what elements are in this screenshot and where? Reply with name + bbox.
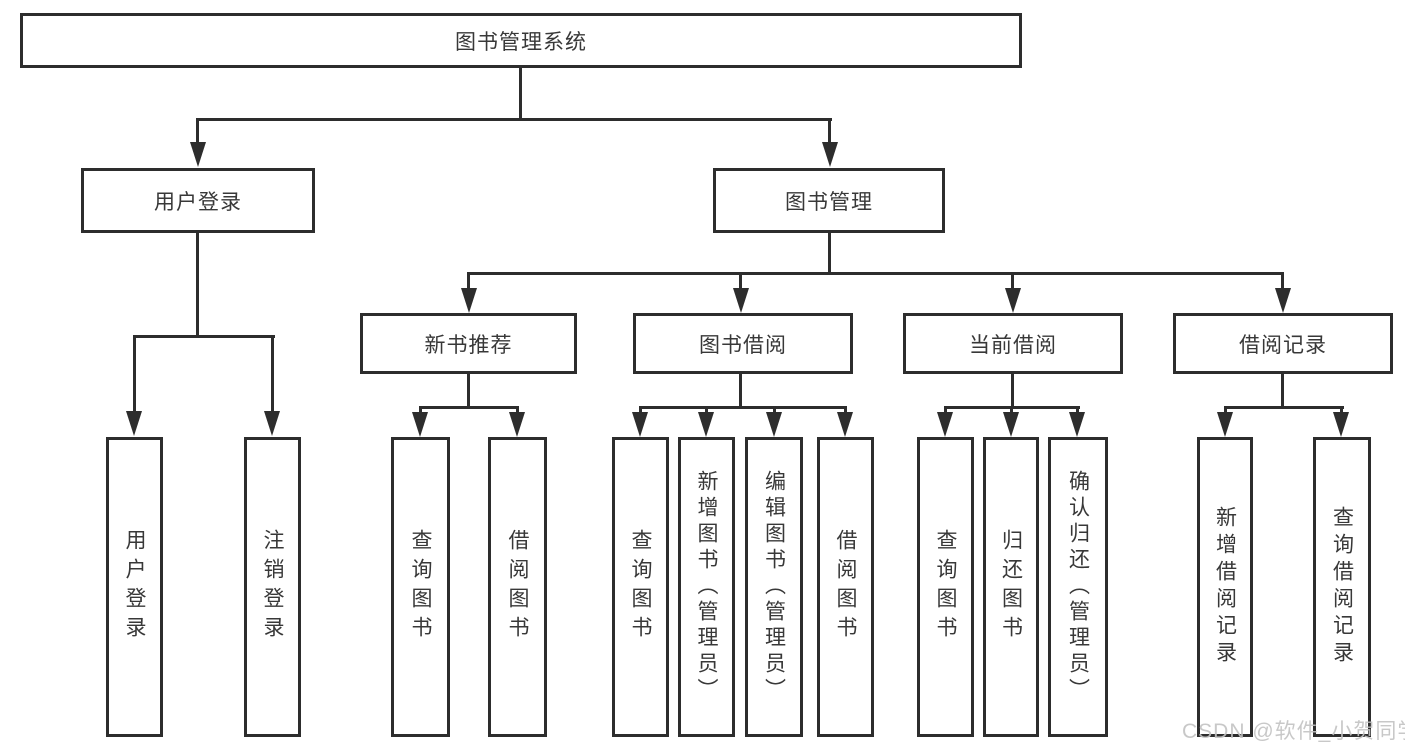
leaf-add-borrow-record: 新增借阅记录 [1197,437,1253,737]
connector-vline [1281,372,1284,408]
connector-vline [133,335,136,414]
connector-vline [196,118,199,145]
node-user-login: 用户登录 [81,168,315,233]
connector-vline [419,406,422,416]
leaf-user-login: 用户登录 [106,437,163,737]
leaf-borrow-books: 借阅图书 [817,437,874,737]
connector-vline [516,406,519,416]
arrowhead-down-icon [264,411,280,436]
connector-vline [1224,406,1227,416]
node-borrowing-records: 借阅记录 [1173,313,1393,374]
connector-hline [1224,406,1344,409]
arrowhead-down-icon [937,412,953,437]
connector-hline [639,406,847,409]
node-book-borrowing: 图书借阅 [633,313,853,374]
arrowhead-down-icon [766,412,782,437]
leaf-return-books: 归还图书 [983,437,1039,737]
connector-hline [133,335,275,338]
connector-vline [1010,406,1013,416]
connector-vline [828,118,831,145]
connector-vline [944,406,947,416]
connector-vline [1011,372,1014,408]
arrowhead-down-icon [1333,412,1349,437]
arrowhead-down-icon [1005,288,1021,313]
connector-vline [1011,272,1014,290]
connector-vline [739,272,742,290]
node-current-borrowing: 当前借阅 [903,313,1123,374]
connector-vline [467,272,470,290]
connector-vline [639,406,642,416]
leaf-confirm-return-admin: 确认归还（管理员） [1048,437,1108,737]
connector-hline [467,272,1284,275]
connector-vline [844,406,847,416]
arrowhead-down-icon [837,412,853,437]
node-new-book-recommend: 新书推荐 [360,313,577,374]
connector-vline [828,231,831,274]
arrowhead-down-icon [1217,412,1233,437]
arrowhead-down-icon [822,142,838,167]
arrowhead-down-icon [461,288,477,313]
arrowhead-down-icon [632,412,648,437]
leaf-query-borrow-record: 查询借阅记录 [1313,437,1371,737]
leaf-query-books-recommend: 查询图书 [391,437,450,737]
connector-vline [773,406,776,416]
connector-vline [705,406,708,416]
leaf-logout: 注销登录 [244,437,301,737]
arrowhead-down-icon [733,288,749,313]
arrowhead-down-icon [1275,288,1291,313]
connector-vline [1281,272,1284,290]
connector-vline [1076,406,1079,416]
leaf-borrow-books-recommend: 借阅图书 [488,437,547,737]
connector-vline [519,66,522,120]
csdn-watermark: CSDN @软件_小贺同学 [1182,720,1405,743]
connector-hline [419,406,519,409]
node-book-management: 图书管理 [713,168,945,233]
leaf-query-books-borrow: 查询图书 [612,437,669,737]
connector-hline [197,118,832,121]
connector-vline [271,335,274,414]
connector-vline [467,372,470,408]
connector-vline [739,372,742,408]
arrowhead-down-icon [126,411,142,436]
connector-vline [1340,406,1343,416]
arrowhead-down-icon [190,142,206,167]
arrowhead-down-icon [1003,412,1019,437]
leaf-edit-books-admin: 编辑图书（管理员） [745,437,803,737]
arrowhead-down-icon [509,412,525,437]
arrowhead-down-icon [698,412,714,437]
arrowhead-down-icon [412,412,428,437]
leaf-query-books-current: 查询图书 [917,437,974,737]
arrowhead-down-icon [1069,412,1085,437]
node-root-library-management-system: 图书管理系统 [20,13,1022,68]
connector-vline [196,231,199,337]
leaf-add-books-admin: 新增图书（管理员） [678,437,735,737]
